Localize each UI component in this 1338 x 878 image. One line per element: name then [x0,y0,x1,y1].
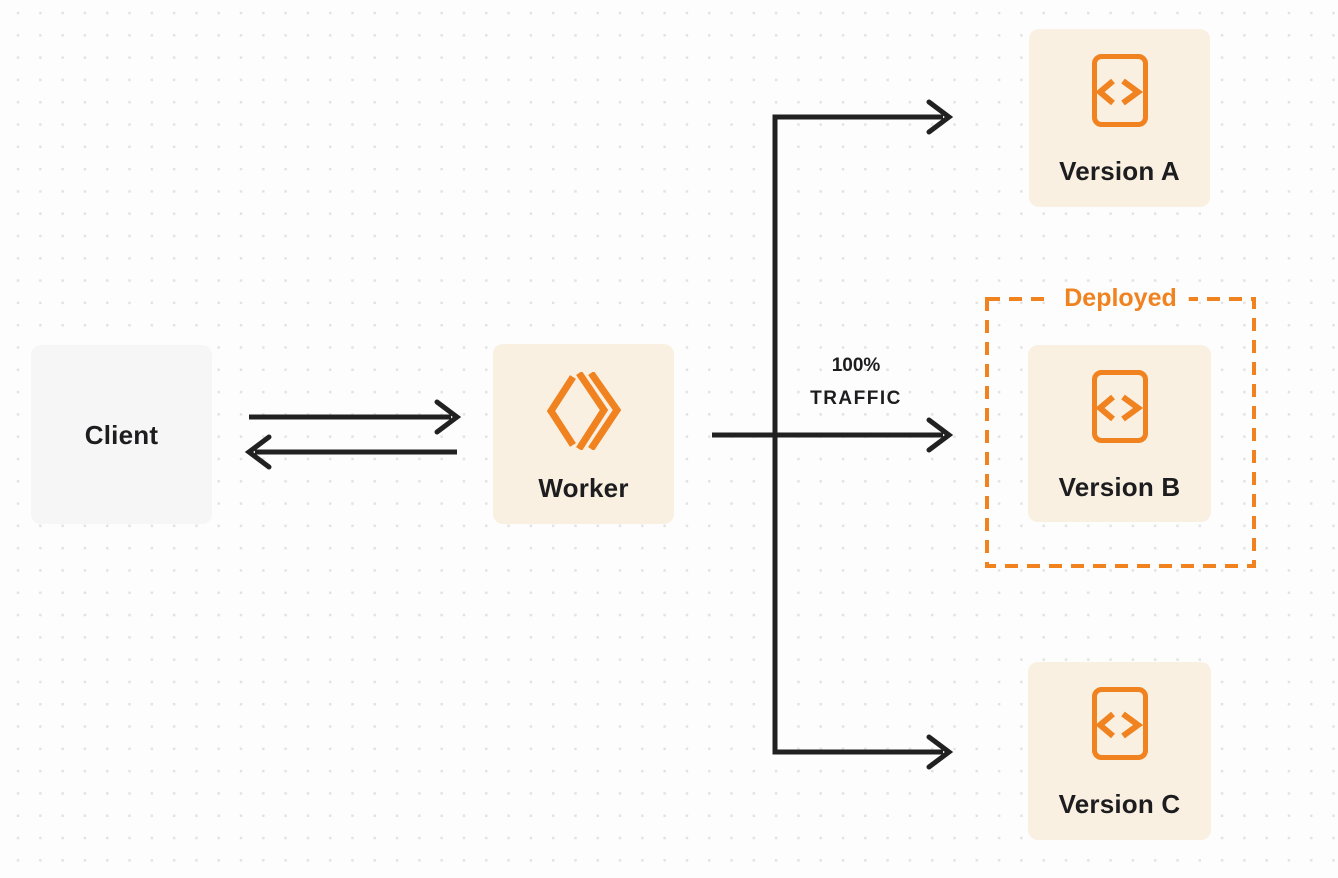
client-node-label: Client [84,419,159,450]
deployed-label: Deployed [1052,284,1189,312]
code-file-icon [1091,687,1148,760]
branch-trunk-to-version-a-and-c [772,114,943,755]
traffic-word-text: TRAFFIC [810,388,902,409]
version-c-label: Version C [1058,789,1181,819]
arrowhead-to-version-c [926,734,954,770]
code-file-icon [1091,54,1148,127]
version-a-label: Version A [1059,156,1180,186]
version-a-node: Version A [1029,29,1210,207]
arrowhead-client-to-worker [434,399,462,435]
version-b-label: Version B [1058,472,1181,502]
code-file-icon [1091,370,1148,443]
arrowhead-worker-to-version-b [926,417,954,453]
traffic-percent-text: 100% [831,355,881,376]
arrowhead-worker-to-client [244,434,272,470]
worker-node-label: Worker [538,473,629,503]
cloudflare-workers-logo-icon [546,372,621,450]
traffic-label: 100% TRAFFIC [781,349,931,415]
worker-node: Worker [493,344,674,524]
client-node: Client [31,345,212,524]
version-b-node: Version B [1028,345,1211,522]
deployed-group-outline: Deployed [985,284,1256,568]
version-c-node: Version C [1028,662,1211,840]
arrowhead-to-version-a [926,99,954,135]
